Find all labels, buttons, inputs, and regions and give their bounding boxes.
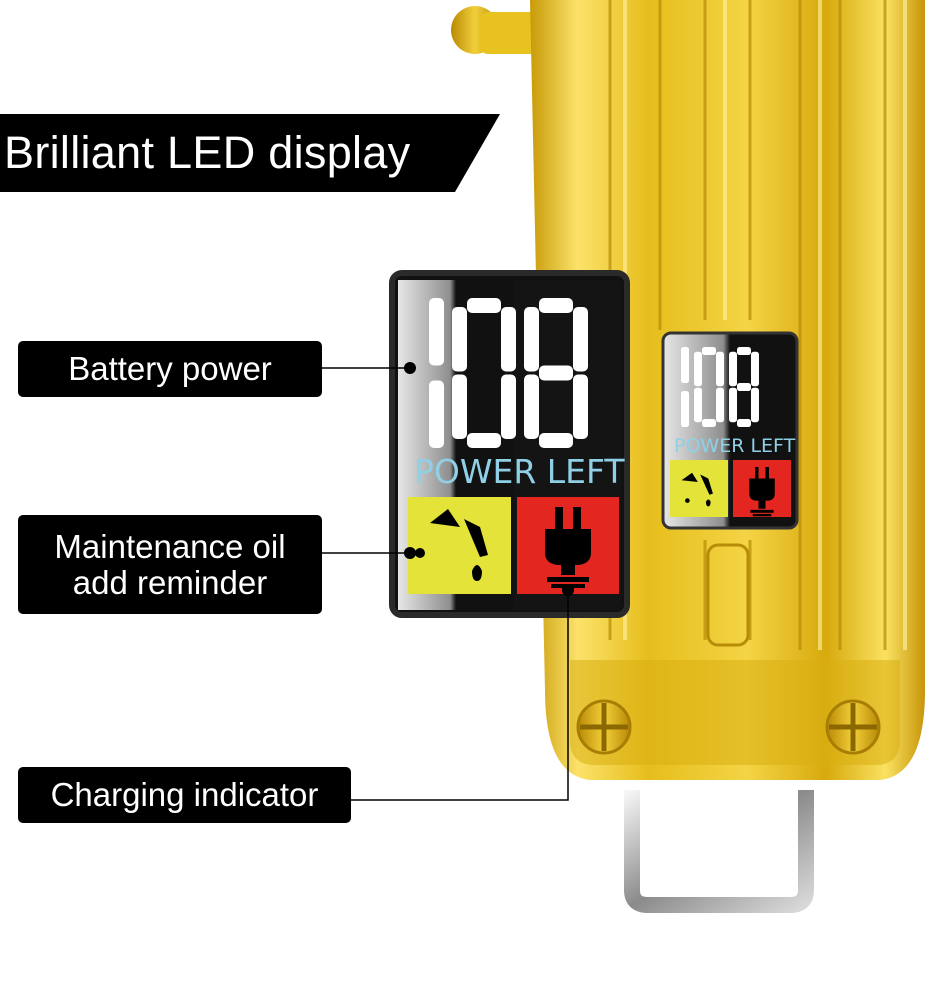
segment: [429, 380, 444, 448]
segment: [729, 351, 737, 387]
maintenance-label-line1: Maintenance oil: [54, 527, 286, 565]
segment: [681, 391, 689, 427]
segment: [452, 374, 467, 439]
segment: [702, 419, 716, 427]
battery-power-label: Battery power: [68, 350, 272, 387]
small-oil-drop-icon: [681, 472, 713, 507]
segment: [737, 383, 751, 391]
segment: [716, 387, 724, 423]
segment: [716, 351, 724, 387]
segment: [702, 347, 716, 355]
charging-callout-dot: [562, 584, 574, 596]
charging-indicator-callout: Charging indicator: [18, 767, 351, 823]
segment: [539, 433, 573, 448]
segment: [729, 387, 737, 423]
small-power-left-label: POWER LEFT: [674, 435, 796, 457]
segment: [573, 307, 588, 372]
hanging-loop: [624, 790, 814, 913]
segment: [452, 307, 467, 372]
oil-reminder-indicator: [408, 497, 511, 594]
segment: [751, 351, 759, 387]
battery-power-callout: Battery power: [18, 341, 322, 397]
maintenance-callout: Maintenance oil add reminder: [18, 515, 322, 614]
battery-callout-dot: [404, 362, 416, 374]
callout-lines: [322, 367, 569, 801]
large-led-display: [389, 270, 630, 618]
bottom-right-screw: [825, 699, 881, 755]
segment: [539, 365, 573, 381]
maintenance-label-line2: add reminder: [72, 563, 268, 601]
oil-drop-icon: [415, 509, 488, 581]
segment: [501, 374, 516, 439]
small-oil-indicator: [670, 460, 728, 517]
segment: [501, 307, 516, 372]
small-led-display: [661, 331, 799, 530]
segment: [681, 347, 689, 383]
segment: [737, 347, 751, 355]
oil-callout-dot: [404, 547, 416, 559]
segment: [524, 307, 539, 372]
segment: [467, 298, 501, 313]
segment: [429, 298, 444, 366]
segment: [751, 387, 759, 423]
bottom-left-screw: [576, 699, 632, 755]
small-plug-icon: [749, 466, 775, 517]
segment: [467, 433, 501, 448]
segment: [694, 351, 702, 387]
segment: [737, 419, 751, 427]
charging-indicator-label: Charging indicator: [50, 776, 319, 813]
segment: [573, 374, 588, 439]
segment: [524, 374, 539, 439]
segment: [539, 298, 573, 313]
segment: [694, 387, 702, 423]
body-slot: [706, 543, 750, 647]
top-tab: [480, 12, 540, 54]
title-banner: [0, 114, 500, 192]
banner-title: Brilliant LED display: [4, 127, 411, 178]
power-left-label: POWER LEFT: [414, 452, 625, 491]
